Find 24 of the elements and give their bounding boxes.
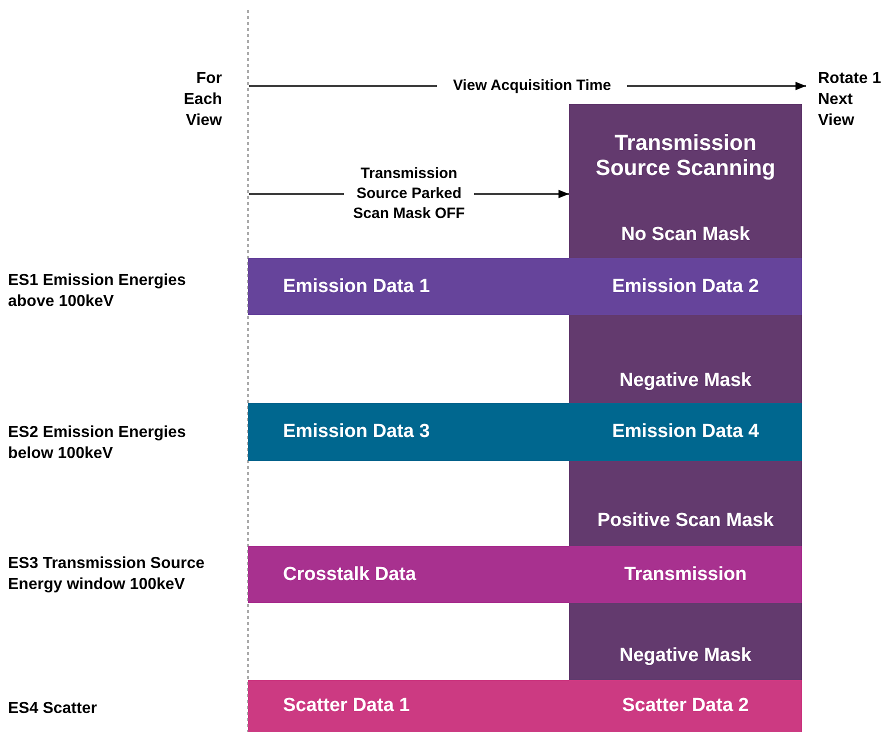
data-label: Scatter Data 1 (283, 695, 410, 717)
row-label: For Each View (182, 69, 222, 131)
data-label: Emission Data 4 (611, 421, 760, 443)
data-label: Emission Data 1 (283, 276, 430, 298)
mask-label: No Scan Mask (620, 224, 751, 246)
mask-label: Negative Mask (618, 370, 752, 392)
energy-band (248, 258, 802, 315)
mask-label: Negative Mask (618, 645, 752, 667)
energy-band (248, 680, 802, 732)
mask-label: Transmission Source Scanning (594, 130, 776, 180)
data-label: Transmission (623, 564, 748, 586)
row-label: ES1 Emission Energies above 100keV (8, 271, 187, 312)
row-label: ES3 Transmission Source Energy window 100keV (8, 554, 206, 595)
row-label: ES4 Scatter (8, 699, 98, 719)
energy-band (248, 546, 802, 603)
energy-band (248, 403, 802, 461)
mask-label: Positive Scan Mask (596, 510, 775, 532)
edge-label: View Acquisition Time (437, 76, 627, 96)
row-label: ES2 Emission Energies below 100keV (8, 423, 187, 464)
data-label: Crosstalk Data (283, 564, 416, 586)
data-label: Emission Data 3 (283, 421, 430, 443)
data-label: Emission Data 2 (611, 276, 760, 298)
step-label: Rotate 1 Next View (818, 69, 882, 131)
data-label: Scatter Data 2 (621, 695, 750, 717)
